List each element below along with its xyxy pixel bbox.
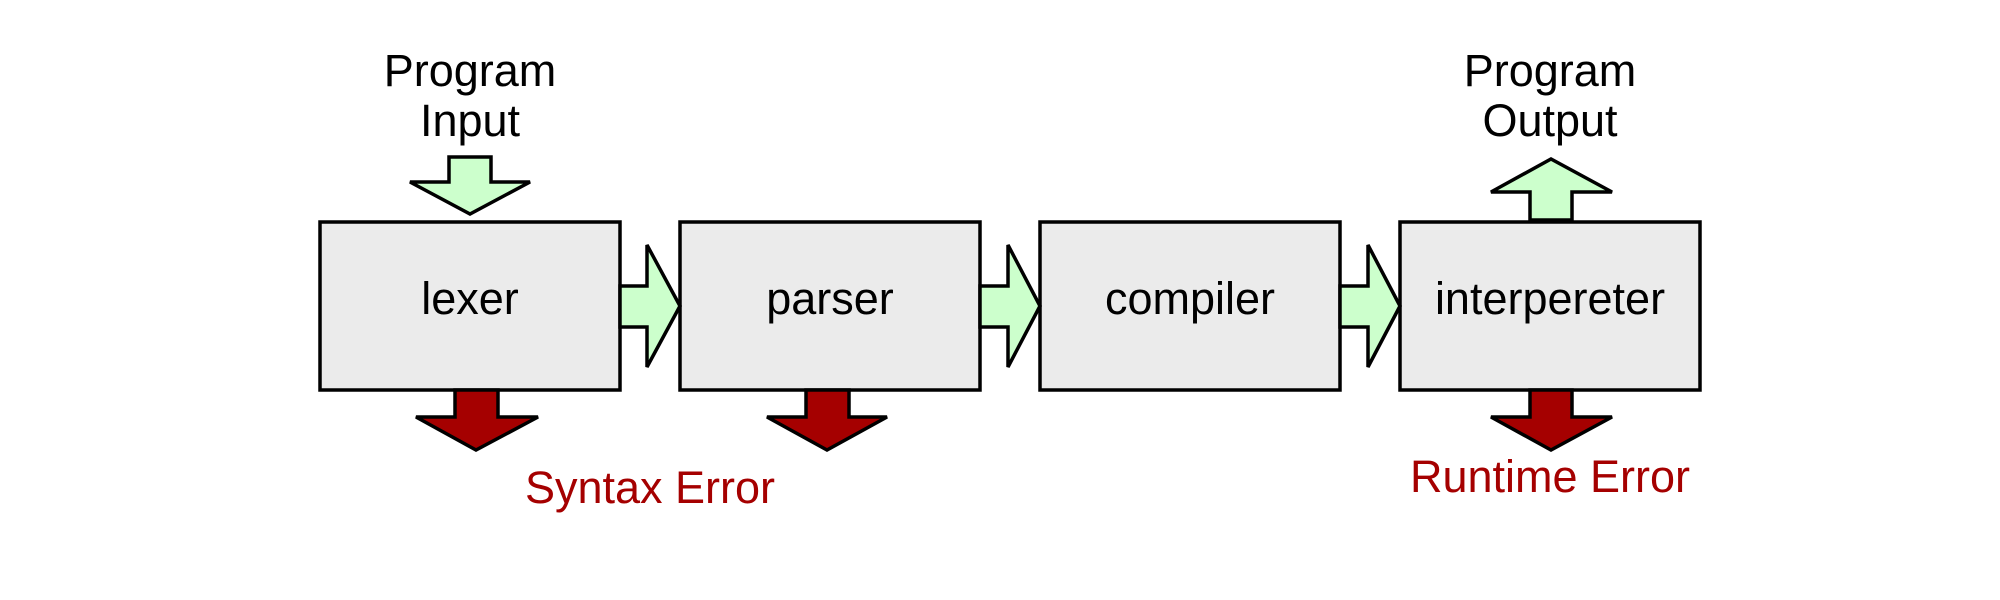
compiler-to-interpreter-arrow [1338,244,1402,368]
parser-label: parser [766,273,894,324]
interpreter-error-arrow [1490,388,1613,452]
interpreter-box [1398,220,1702,392]
interpreter-label: interpereter [1435,273,1665,324]
program-input-label-line2: Input [420,95,521,146]
program-output-label-line1: Program [1464,45,1637,96]
lexer-to-parser-arrow [618,244,682,368]
syntax-error-label: Syntax Error [525,462,775,513]
parser-to-compiler-arrow [978,244,1042,368]
parser-error-arrow [766,388,888,452]
parser-box [678,220,982,392]
input-arrow [409,155,531,216]
lexer-label: lexer [421,273,519,324]
runtime-error-label: Runtime Error [1410,451,1690,502]
compiler-label: compiler [1105,273,1275,324]
program-input-label-line1: Program [384,45,557,96]
lexer-box [318,220,622,392]
lexer-error-arrow [415,388,539,452]
program-output-label-line2: Output [1482,95,1618,146]
compiler-box [1038,220,1342,392]
output-arrow [1490,157,1613,222]
